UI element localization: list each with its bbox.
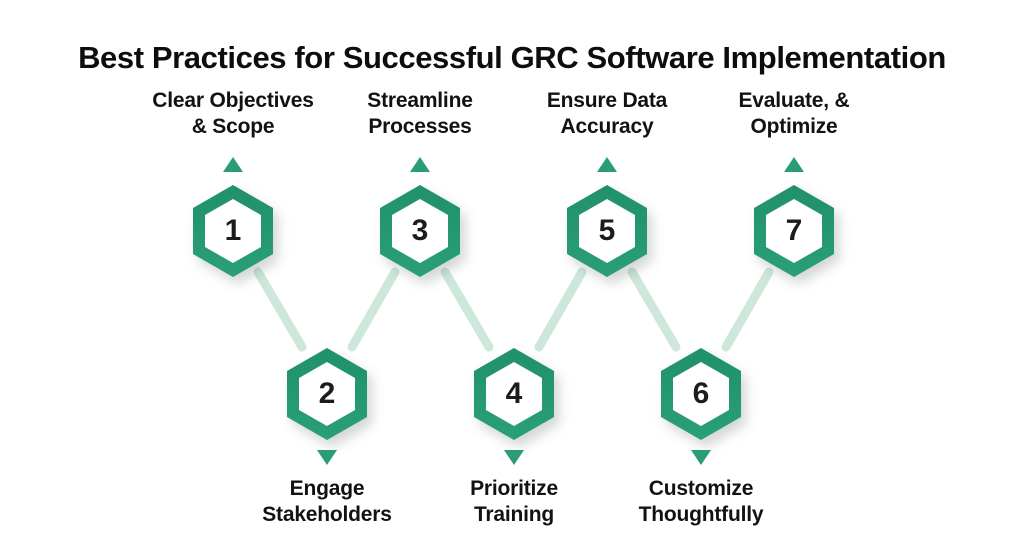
step-hexagon-4: 4	[474, 348, 554, 440]
step-hexagon-5: 5	[567, 185, 647, 277]
step-label-3: Streamline Processes	[367, 89, 473, 138]
step-number: 3	[392, 199, 448, 263]
step-label-7: Evaluate, & Optimize	[738, 89, 850, 138]
step-label-6: Customize Thoughtfully	[638, 477, 764, 526]
step-number: 2	[299, 362, 355, 426]
hexagon-ring: 7	[754, 185, 834, 277]
connector-line	[347, 267, 400, 352]
step-label-4: Prioritize Training	[470, 477, 558, 526]
step-hexagon-6: 6	[661, 348, 741, 440]
step-hexagon-7: 7	[754, 185, 834, 277]
step-number: 7	[766, 199, 822, 263]
step-label-5: Ensure Data Accuracy	[546, 89, 668, 138]
step-number: 1	[205, 199, 261, 263]
connector-line	[534, 267, 587, 352]
step-hexagon-3: 3	[380, 185, 460, 277]
step-number: 4	[486, 362, 542, 426]
connector-line	[721, 267, 774, 352]
step-hexagon-2: 2	[287, 348, 367, 440]
hexagon-ring: 4	[474, 348, 554, 440]
hexagon-ring: 3	[380, 185, 460, 277]
step-number: 6	[673, 362, 729, 426]
step-label-2: Engage Stakeholders	[262, 477, 392, 526]
connector-line	[253, 267, 307, 352]
connector-line	[627, 267, 681, 352]
hexagon-ring: 5	[567, 185, 647, 277]
step-number: 5	[579, 199, 635, 263]
hexagon-ring: 1	[193, 185, 273, 277]
hexagon-ring: 6	[661, 348, 741, 440]
connector-line	[440, 267, 494, 352]
hexagon-ring: 2	[287, 348, 367, 440]
step-hexagon-1: 1	[193, 185, 273, 277]
step-label-1: Clear Objectives & Scope	[152, 89, 314, 138]
page-title: Best Practices for Successful GRC Softwa…	[78, 39, 946, 75]
